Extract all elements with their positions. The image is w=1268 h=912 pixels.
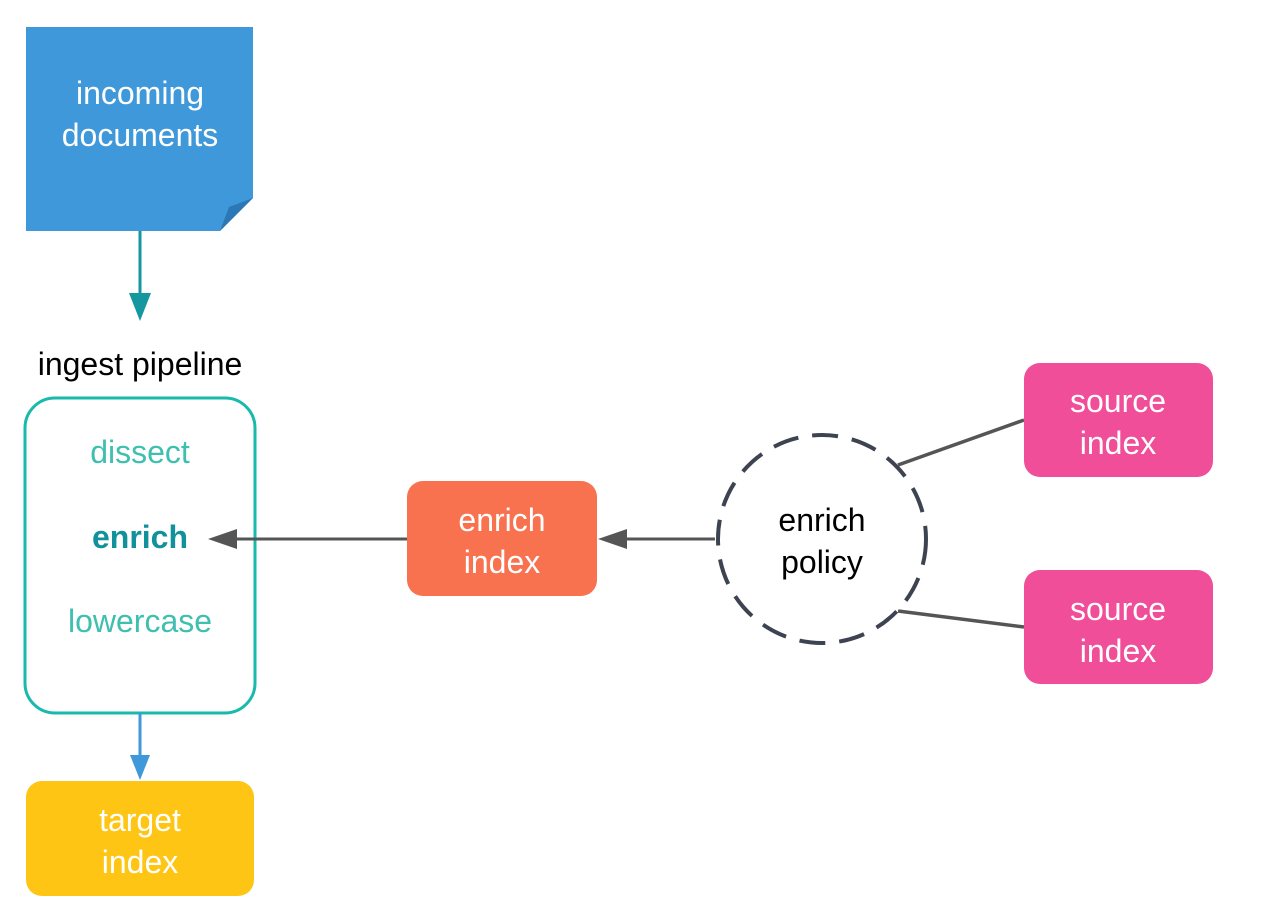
- incoming-documents-label-line1: incoming: [76, 75, 204, 111]
- enrich-index-box: [407, 481, 597, 596]
- enrich-policy-circle: [716, 433, 928, 645]
- enrich-policy-label-line1: enrich: [778, 502, 865, 538]
- source-index-node-1: source index: [1024, 363, 1213, 477]
- source-index-box-2: [1024, 570, 1213, 684]
- enrich-policy-label-line2: policy: [781, 544, 863, 580]
- incoming-documents-node: incoming documents: [26, 27, 253, 231]
- incoming-documents-shape: [26, 27, 253, 231]
- edge-source2-to-policy: [897, 609, 1025, 629]
- target-index-label-line2: index: [102, 844, 179, 880]
- edge-policy-to-enrich-index: [598, 529, 715, 549]
- source-index-2-label-line1: source: [1070, 591, 1166, 627]
- processor-dissect: dissect: [90, 434, 190, 470]
- source-index-node-2: source index: [1024, 570, 1213, 684]
- ingest-pipeline-title: ingest pipeline: [38, 346, 243, 382]
- enrich-index-label-line1: enrich: [458, 502, 545, 538]
- processor-enrich: enrich: [92, 519, 188, 555]
- source-index-2-label-line2: index: [1080, 633, 1157, 669]
- enrich-policy-node: enrich policy: [716, 433, 928, 645]
- source-index-1-label-line2: index: [1080, 425, 1157, 461]
- source-index-box-1: [1024, 363, 1213, 477]
- incoming-documents-label-line2: documents: [62, 117, 219, 153]
- processor-lowercase: lowercase: [68, 603, 212, 639]
- edge-source1-to-policy: [897, 418, 1025, 467]
- target-index-node: target index: [26, 781, 254, 896]
- ingest-pipeline-node: dissect enrich lowercase: [23, 396, 257, 715]
- edge-enrich-index-to-processor: [208, 529, 407, 549]
- enrich-index-label-line2: index: [464, 544, 541, 580]
- edge-incoming-to-pipeline: [129, 231, 151, 321]
- source-index-1-label-line1: source: [1070, 383, 1166, 419]
- target-index-box: [26, 781, 254, 896]
- edge-pipeline-to-target: [130, 713, 150, 780]
- enrich-index-node: enrich index: [407, 481, 597, 596]
- incoming-documents-fold: [220, 198, 253, 231]
- target-index-label-line1: target: [99, 802, 181, 838]
